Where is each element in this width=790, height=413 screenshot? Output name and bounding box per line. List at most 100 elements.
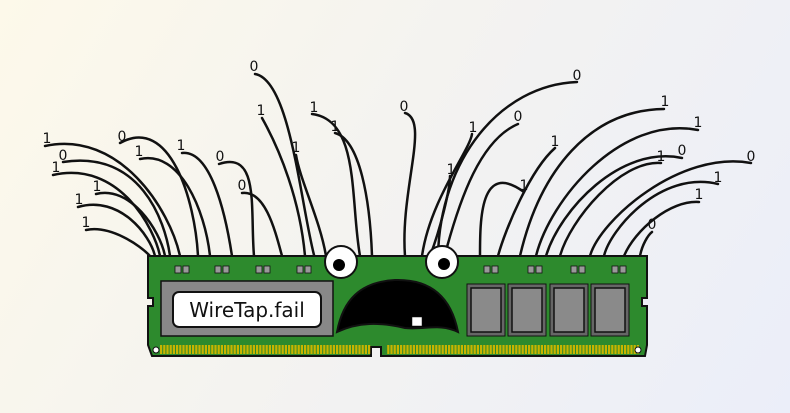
gold-contact [304,345,307,354]
gold-contact [620,345,623,354]
wire [310,112,362,258]
binary-digit: 1 [292,140,301,156]
gold-contact [419,345,422,354]
memory-chips [466,283,630,337]
gold-contact [451,345,454,354]
gold-contact [585,345,588,354]
gold-contact [425,345,428,354]
smd-component [527,265,535,274]
wire [84,227,152,258]
gold-contact [460,345,463,354]
wire [260,116,307,258]
gold-contact [396,345,399,354]
label-text: WireTap.fail [189,298,305,322]
gold-contact [470,345,473,354]
wire [638,230,654,258]
binary-digit: 0 [118,129,127,145]
gold-contact [220,345,223,354]
gold-contact [515,345,518,354]
binary-digit: 0 [678,143,687,159]
gold-contact [249,345,252,354]
gold-contact [169,345,172,354]
gold-contact [556,345,559,354]
gold-contact [598,345,601,354]
wire [496,146,557,258]
binary-digit: 0 [400,99,409,115]
gold-contact [579,345,582,354]
mouth [335,278,460,334]
wire [478,181,526,258]
smd-components [174,265,627,274]
gold-contact [163,345,166,354]
gold-contact [345,345,348,354]
gold-contact [252,345,255,354]
gold-contact [604,345,607,354]
smd-component [535,265,543,274]
gold-contact [339,345,342,354]
wire [94,191,167,258]
gold-contact [464,345,467,354]
gold-contact [284,345,287,354]
smd-component [304,265,312,274]
gold-contact [201,345,204,354]
gold-contact [300,345,303,354]
memory-chip [466,283,506,337]
gold-contact [483,345,486,354]
gold-contact [185,345,188,354]
gold-contact [486,345,489,354]
gold-contact [243,345,246,354]
gold-contact [540,345,543,354]
gold-contact [278,345,281,354]
mount-hole-right [634,346,642,354]
binary-digit: 1 [257,103,266,119]
smd-component [296,265,304,274]
gold-contact [224,345,227,354]
gold-contact [438,345,441,354]
wire [180,151,234,258]
smd-component [255,265,263,274]
wire [76,203,157,258]
wire [436,80,579,258]
gold-contact [195,345,198,354]
gold-contact [281,345,284,354]
gold-contact [547,345,550,354]
ram-module: WireTap.fail [147,245,648,357]
gold-contact [569,345,572,354]
gold-contact [342,345,345,354]
smd-component [619,265,627,274]
gold-contact [198,345,201,354]
binary-digit: 1 [135,144,144,160]
gold-contact [531,345,534,354]
gold-contact [348,345,351,354]
gold-contact [563,345,566,354]
wire [118,136,200,258]
binary-digit: 0 [238,178,247,194]
wire [333,131,374,258]
gold-contact [524,345,527,354]
gold-contact [316,345,319,354]
gold-contact [537,345,540,354]
gold-contact [272,345,275,354]
gold-contact [160,345,163,354]
gold-contact [630,345,633,354]
wire [544,155,684,258]
wire [622,200,701,258]
gold-contact [233,345,236,354]
tooth [411,316,423,327]
gold-contact [489,345,492,354]
wire [217,160,256,258]
gold-contact [176,345,179,354]
memory-chip [507,283,547,337]
wire [403,111,417,258]
binary-digit: 1 [694,115,703,131]
right-eye [425,245,459,279]
wire [138,156,212,258]
gold-contact [588,345,591,354]
binary-digit: 0 [250,59,259,75]
gold-contact [230,345,233,354]
smd-component [611,265,619,274]
smd-component [263,265,271,274]
gold-contact [441,345,444,354]
